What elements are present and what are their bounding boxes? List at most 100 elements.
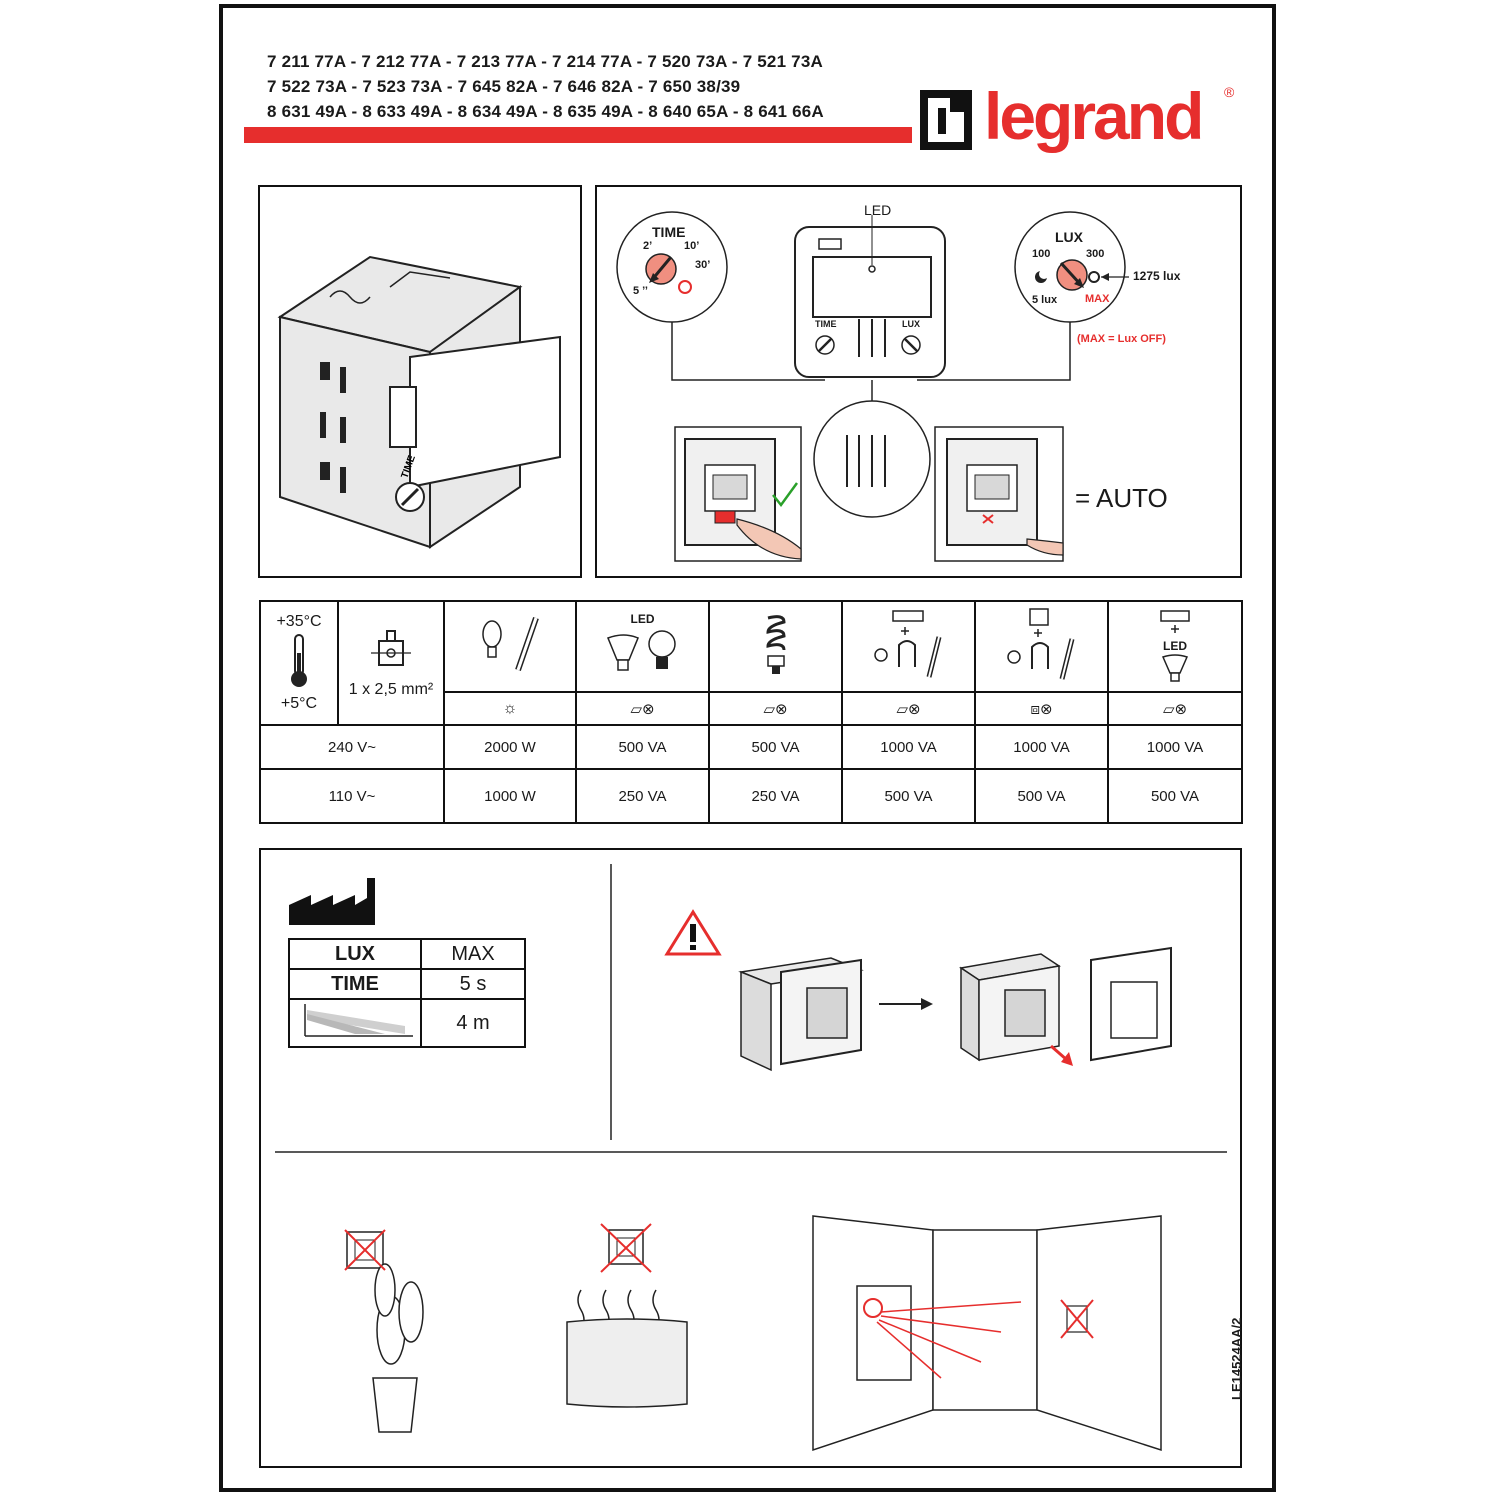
warning-icon: [664, 909, 722, 956]
wire-size: 1 x 2,5 mm²: [348, 681, 434, 698]
sun-lamp-icon: ☼: [502, 699, 518, 717]
module-front-icon: [794, 215, 946, 378]
detection-range-icon: [304, 1004, 413, 1037]
finger-icon: [1026, 538, 1064, 556]
driver-icon: [1160, 609, 1190, 633]
time-dial-label: TIME: [652, 224, 686, 240]
terminal-screw-icon: [371, 630, 411, 666]
heater-obstruction-icon: [566, 1223, 688, 1408]
installation-diagrams: [275, 864, 1227, 1452]
ferromagnetic-transformer-icon: [1006, 607, 1074, 680]
time-2min: 2’: [643, 240, 653, 252]
inductive-symbol-led: ▱⊗: [575, 691, 710, 726]
finger-press-icon: [736, 518, 802, 560]
thermometer-icon: [291, 634, 307, 687]
product-codes-line-3: 8 631 49A - 8 633 49A - 8 634 49A - 8 63…: [267, 102, 824, 121]
led-label: LED: [864, 202, 892, 218]
time-test-gear-icon: [678, 280, 692, 294]
table-row: TIME 5 s: [288, 968, 526, 1000]
value-cell: 250 VA: [575, 768, 710, 824]
module-time-label: TIME: [815, 319, 837, 329]
product-codes-line-1: 7 211 77A - 7 212 77A - 7 213 77A - 7 21…: [267, 52, 823, 71]
table-row: 240 V~ 2000 W 500 VA 500 VA 1000 VA 1000…: [259, 724, 1243, 770]
wire-cell: 1 x 2,5 mm²: [337, 600, 445, 726]
ferromagnetic-halogen-header: [974, 600, 1109, 693]
value-cell: 1000 VA: [1107, 724, 1243, 770]
ferro-symbol-icon: ⧈⊗: [1030, 700, 1053, 718]
table-row: LUX MAX: [288, 938, 526, 970]
factory-time-value: 5 s: [420, 968, 526, 1000]
settings-diagram: [616, 211, 1129, 562]
lux-5: 5 lux: [1032, 294, 1058, 306]
max-lux-off-note: (MAX = Lux OFF): [1077, 333, 1166, 345]
exploded-switch-icon: [959, 946, 1172, 1066]
cfl-header: [708, 600, 843, 693]
load-symbol-icon: ▱⊗: [763, 700, 788, 718]
value-cell: 500 VA: [841, 768, 976, 824]
load-symbol-icon: ▱⊗: [1162, 700, 1188, 718]
module-isometric-icon: TIME: [277, 255, 561, 549]
detection-range-icon-cell: [288, 998, 422, 1048]
settings-panel: LED TIME 2’ 10’ 30’ 5 ’’ LUX 100 300 5 l…: [595, 185, 1242, 578]
resistive-symbol: ☼: [443, 691, 577, 726]
time-30min: 30’: [695, 259, 711, 271]
temp-low: +5°C: [280, 695, 318, 712]
led-header-label: LED: [630, 611, 655, 626]
value-cell: 500 VA: [974, 768, 1109, 824]
temperature-cell: +35°C +5°C: [259, 600, 339, 726]
factory-lux-key: LUX: [288, 938, 422, 970]
product-codes-line-2: 7 522 73A - 7 523 73A - 7 645 82A - 7 64…: [267, 77, 741, 96]
brand-name: legrand: [984, 79, 1204, 153]
value-cell: 1000 VA: [841, 724, 976, 770]
incandescent-header: [443, 600, 577, 693]
lux-max: MAX: [1085, 293, 1110, 305]
header-red-bar: [244, 127, 912, 143]
plant-obstruction-icon: [344, 1229, 424, 1433]
lux-1275: 1275 lux: [1133, 269, 1181, 283]
led-bulbs-icon: [606, 629, 676, 671]
registered-mark: ®: [1224, 84, 1235, 100]
time-10min: 10’: [684, 240, 700, 252]
load-symbol-icon: ▱⊗: [630, 700, 655, 718]
compact-fluorescent-icon: [765, 614, 786, 674]
value-cell: 2000 W: [443, 724, 577, 770]
led-header: LED: [575, 600, 710, 693]
legrand-logo: legrand ®: [918, 79, 1248, 170]
lux-dial-label: LUX: [1055, 229, 1083, 245]
lux-100: 100: [1032, 248, 1051, 260]
value-cell: 1000 VA: [974, 724, 1109, 770]
inductive-symbol-cfl: ▱⊗: [708, 691, 843, 726]
value-cell: 500 VA: [575, 724, 710, 770]
factory-time-key: TIME: [288, 968, 422, 1000]
led-plus-label: LED: [1163, 638, 1187, 653]
inductive-symbol-elec: ▱⊗: [841, 691, 976, 726]
voltage-110: 110 V~: [259, 768, 445, 824]
load-symbol-icon: ▱⊗: [896, 700, 921, 718]
value-cell: 250 VA: [708, 768, 843, 824]
temp-high: +35°C: [276, 613, 322, 630]
table-row: 110 V~ 1000 W 250 VA 250 VA 500 VA 500 V…: [259, 768, 1243, 824]
sun-icon: [1088, 271, 1100, 283]
factory-range-value: 4 m: [420, 998, 526, 1048]
factory-lux-value: MAX: [420, 938, 526, 970]
transformer-led-header: LED: [1107, 600, 1243, 693]
led-spot-icon: [1161, 653, 1189, 682]
value-cell: 1000 W: [443, 768, 577, 824]
transformer-halogen-header: [841, 600, 976, 693]
incandescent-halogen-icon: [482, 616, 539, 671]
module-view-panel: TIME: [258, 185, 582, 578]
document-reference: LE14524AA/2: [1229, 1317, 1244, 1400]
value-cell: 500 VA: [708, 724, 843, 770]
inductive-symbol-ferro: ⧈⊗: [974, 691, 1109, 726]
module-lux-label: LUX: [902, 319, 920, 329]
lux-300: 300: [1086, 248, 1105, 260]
sunlight-room-icon: [812, 1215, 1162, 1452]
factory-icon: [289, 878, 375, 925]
value-cell: 500 VA: [1107, 768, 1243, 824]
time-5sec: 5 ’’: [633, 285, 648, 297]
voltage-240: 240 V~: [259, 724, 445, 770]
assembled-switch-icon: [738, 957, 864, 1072]
load-specs-table: +35°C +5°C 1 x 2,5 mm²: [259, 600, 1243, 824]
factory-settings-table: LUX MAX TIME 5 s 4 m: [288, 938, 526, 1048]
auto-label: = AUTO: [1075, 483, 1168, 513]
